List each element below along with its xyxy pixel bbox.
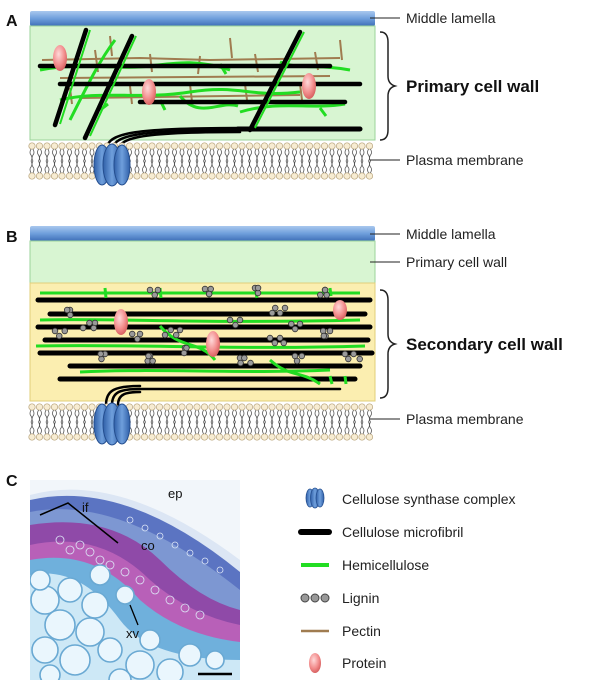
panel-letter-c: C (6, 473, 18, 490)
label-middle-lamella-a: Middle lamella (406, 10, 496, 26)
lignin-clusters (51, 284, 363, 367)
plasma-membrane-a (28, 142, 374, 180)
cellulose-synthase-complex-b (93, 402, 131, 446)
legend-label-microfibril: Cellulose microfibril (342, 524, 463, 540)
panel-letter-a: A (6, 13, 18, 30)
secondary-wall-brace (379, 289, 398, 399)
panel-c: C if ep co xv (6, 473, 516, 680)
proteins-a (53, 45, 316, 105)
label-co: co (141, 538, 155, 553)
legend: Cellulose synthase complex Cellulose mic… (298, 487, 516, 673)
label-secondary-wall: Secondary cell wall (406, 335, 563, 354)
xv-pointer (129, 604, 139, 626)
tissue-cells (30, 516, 225, 680)
middle-lamella-layer (30, 11, 375, 26)
label-primary-wall-a: Primary cell wall (406, 77, 539, 96)
panel-letter-b: B (6, 229, 18, 246)
protein-icon (309, 653, 321, 673)
hemicellulose-coating-a (59, 29, 305, 137)
middle-lamella-layer-b (30, 226, 375, 241)
label-xv: xv (126, 626, 140, 641)
cellulose-synthase-icon (305, 487, 325, 509)
label-membrane-b: Plasma membrane (406, 411, 524, 427)
label-middle-lamella-b: Middle lamella (406, 226, 496, 242)
legend-label-pectin: Pectin (342, 623, 381, 639)
plasma-membrane-b (28, 403, 374, 441)
if-bracket (39, 502, 119, 544)
legend-label-protein: Protein (342, 655, 386, 671)
label-if: if (82, 500, 89, 515)
legend-label-hemicellulose: Hemicellulose (342, 557, 429, 573)
legend-label-lignin: Lignin (342, 590, 379, 606)
label-primary-wall-b: Primary cell wall (406, 254, 507, 270)
proteins-b (114, 300, 347, 357)
panel-b: B (6, 226, 563, 446)
stem-cross-section-image (30, 480, 240, 680)
cellulose-synthase-complex-a (93, 143, 131, 187)
lignin-icon (300, 593, 330, 603)
label-ep: ep (168, 486, 182, 501)
label-membrane-a: Plasma membrane (406, 152, 524, 168)
primary-wall-brace (379, 31, 398, 141)
legend-label-synthase: Cellulose synthase complex (342, 491, 516, 507)
primary-wall-layer-b (29, 240, 376, 284)
panel-a: A (6, 10, 539, 187)
